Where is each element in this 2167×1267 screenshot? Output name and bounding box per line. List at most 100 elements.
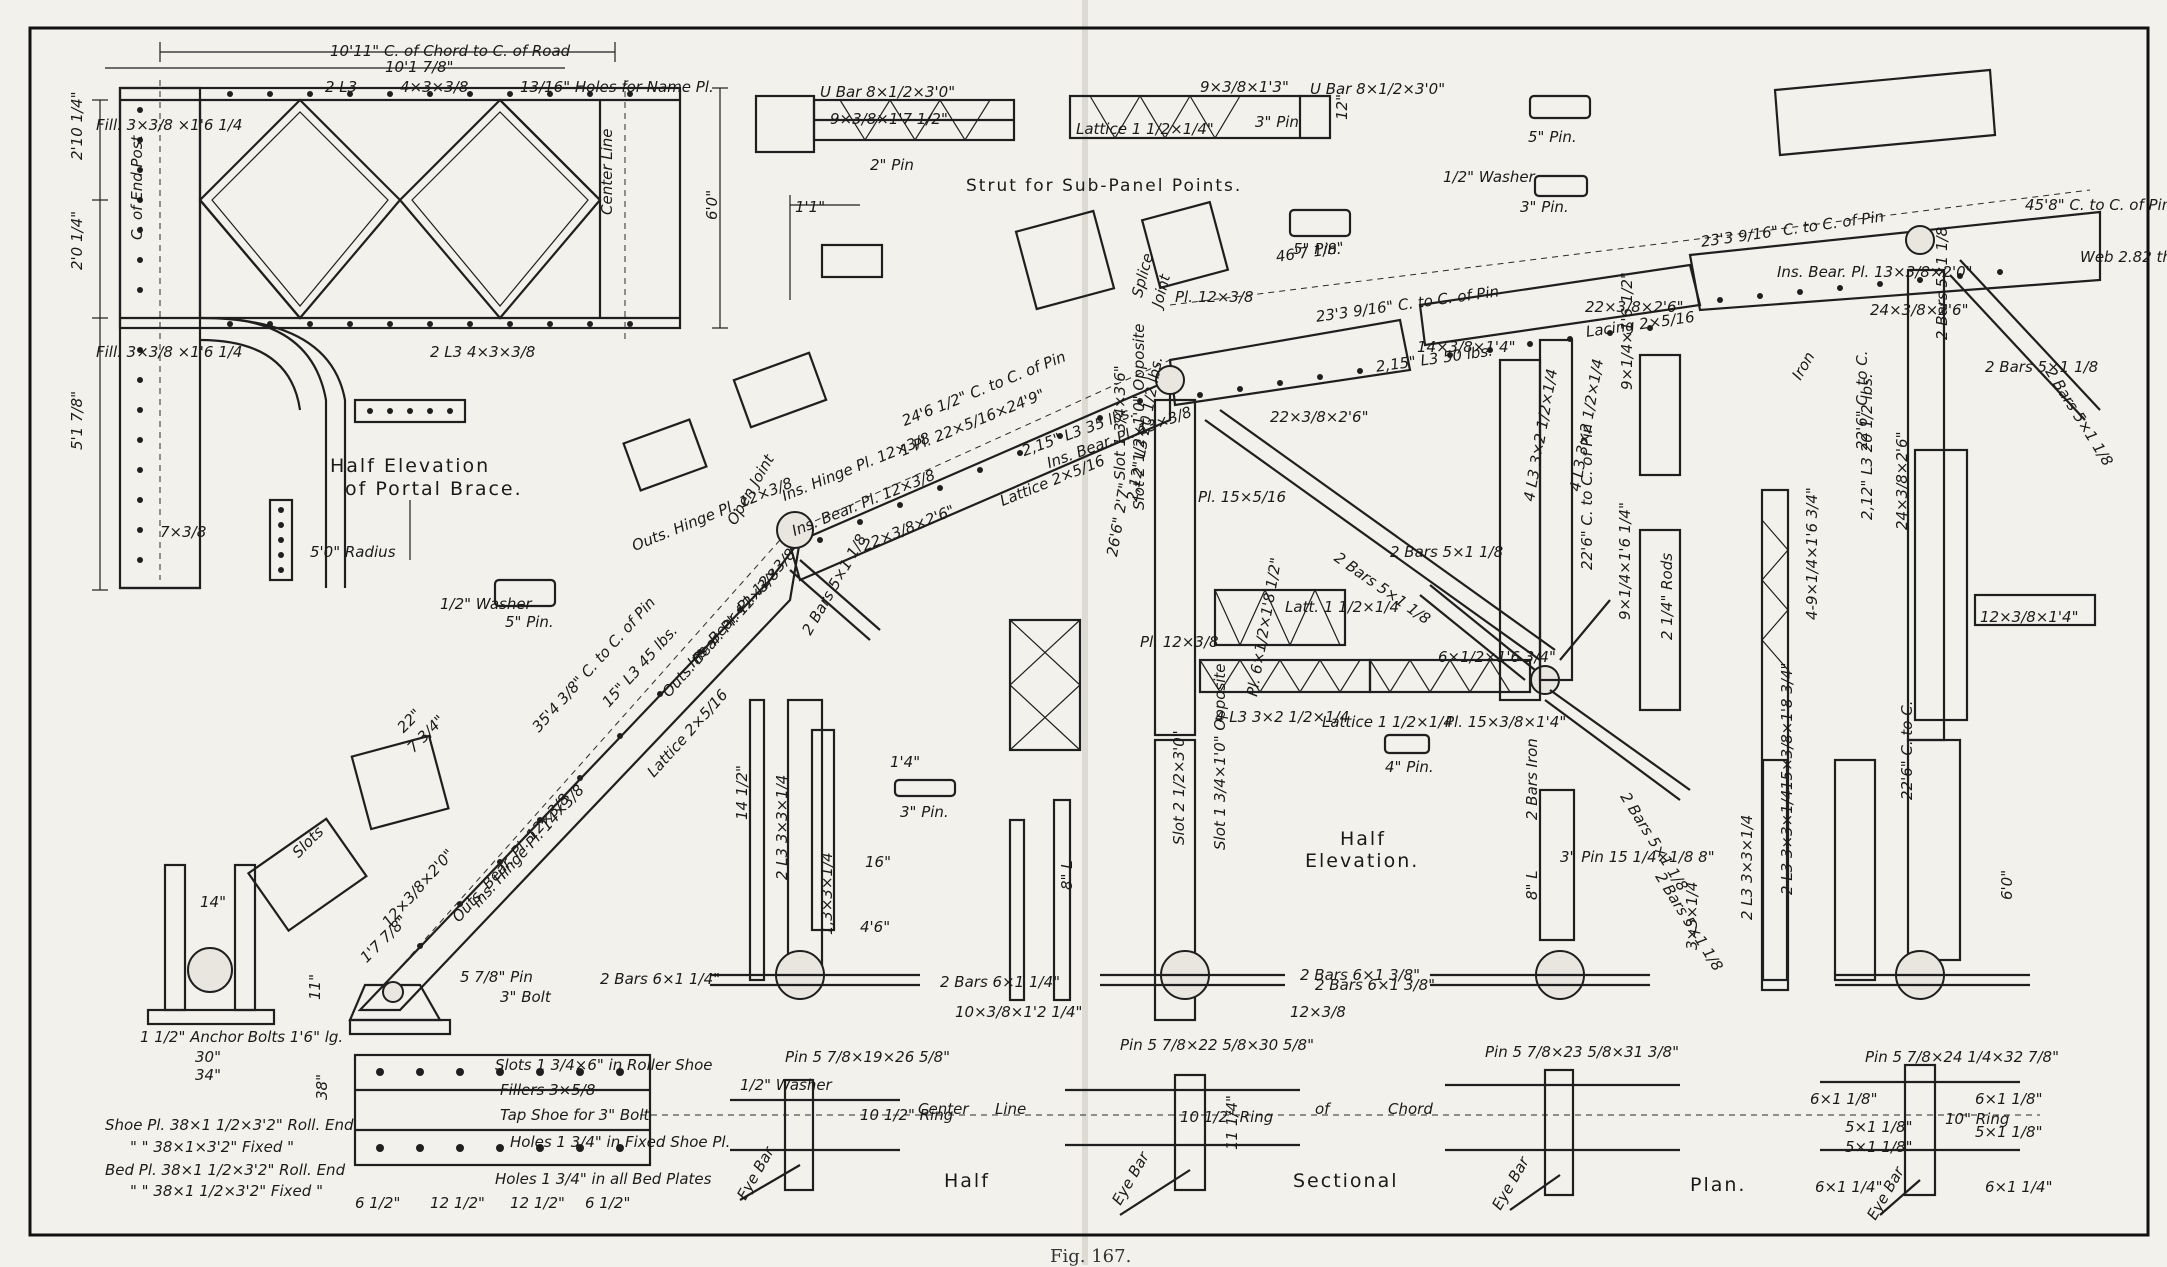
dimension-label: 24×3/8×2'6" [1870, 301, 1969, 319]
dimension-label: 2 L3 3×3×1/4 [1738, 814, 1756, 920]
dimension-label: 5'0" Radius [310, 543, 396, 561]
dimension-label: 5×1 1/8" [1975, 1123, 2043, 1141]
half-sectional-plan [640, 1063, 2040, 1216]
truss-half-elevation [357, 68, 2102, 1022]
center-line-word: Line [995, 1100, 1027, 1118]
plan-title-sectional: Sectional [1293, 1170, 1399, 1192]
plan-title-plan: Plan. [1690, 1174, 1747, 1196]
dimension-label: 2 Bars 5×1 1/8 [1933, 226, 1951, 340]
dimension-label: 10" Ring [1945, 1110, 2010, 1128]
dimension-label: 22'6" C. to C. [1898, 700, 1916, 801]
dimension-label: 2 Bars 6×1 1/4" [600, 970, 721, 988]
elevation-title-line-2: Elevation. [1305, 850, 1420, 872]
strut-title: Strut for Sub-Panel Points. [966, 176, 1243, 196]
dimension-label: 2 Bars 5×1 1/8 [1390, 543, 1504, 561]
dimension-label: 30" [195, 1048, 221, 1066]
dimension-label: 2 Bars 6×1 3/8" [1300, 966, 1421, 984]
hip-joint-pin [776, 511, 814, 549]
dimension-label: 10 1/2" Ring [860, 1106, 954, 1124]
top-chord-1 [788, 378, 1172, 582]
dimension-label: 6'0" [1998, 869, 2016, 900]
dimension-label: 2 Bars 6×1 3/8" [1315, 976, 1436, 994]
dimension-label: C. of End Post [128, 135, 146, 240]
dimension-label: Ins. Bear. Pl. 13×3/8×2'0" [1777, 263, 1973, 281]
figure-caption: Fig. 167. [1050, 1246, 1132, 1267]
dimension-label: 38" [313, 1074, 331, 1100]
dimension-label: 4-9×1/4×1'6 3/4" [1803, 487, 1821, 620]
dimension-label: 10'1 7/8" [385, 58, 454, 76]
portal-title-line-1: Half Elevation [330, 455, 491, 477]
dimension-label: 12" [1333, 94, 1351, 120]
pin-label: 3" Pin. [1520, 198, 1569, 216]
dimension-label: U Bar 8×1/2×3'0" [820, 83, 956, 101]
dimension-label: 1/2" Washer [740, 1076, 832, 1094]
dimension-label: 2 L3 3×3×1/4 [1778, 789, 1796, 895]
dimension-label: 3" Pin [1255, 113, 1299, 131]
post-1 [1153, 398, 1197, 737]
dimension-label: 2 L3 [325, 78, 358, 96]
dimension-label: Lattice 1 1/2×1/4" [1076, 120, 1214, 138]
dimension-label: Pl. 12×3/8 [1140, 633, 1219, 651]
dimension-label: 22×3/8×2'6" [1270, 408, 1369, 426]
dimension-label: 13/16" Holes for Name Pl. [520, 78, 714, 96]
dimension-label: 5'1 7/8" [68, 390, 86, 450]
dimension-label: 3×3×1/4 [1683, 881, 1701, 950]
dimension-label: 4 L3 3×2 1/2×1/4 [1215, 708, 1350, 726]
dimension-label: 2,12" L3 20 1/2 lbs. [1858, 373, 1876, 520]
dimension-label: 12 1/2" [430, 1194, 485, 1212]
pin-label: 5" Pin. [1293, 240, 1342, 258]
plan-pin-label: Pin 5 7/8×22 5/8×30 5/8" [1120, 1036, 1314, 1054]
dimension-label: 2 Bars Iron [1523, 738, 1541, 820]
dimension-label: Slots 1 3/4×6" in Roller Shoe [495, 1056, 713, 1074]
plan-pin-label: Pin 5 7/8×23 5/8×31 3/8" [1485, 1043, 1679, 1061]
dimension-label: Tap Shoe for 3" Bolt [500, 1106, 650, 1124]
dimension-label: Fillers 3×5/8 [500, 1081, 596, 1099]
dimension-label: Slot 2 1/2×1'0" Opposite [1130, 323, 1148, 510]
dimension-label: 6×1/2×1'6 3/4" [1438, 648, 1556, 666]
dimension-label: 6×1 1/4" [1815, 1178, 1883, 1196]
dimension-label: 2 Bars 5×1 1/8 [1985, 358, 2099, 376]
dimension-label: 9×3/8×1'3" [1200, 78, 1289, 96]
top-chord-4 [1688, 210, 2102, 312]
dimension-label: 11" [306, 974, 324, 1000]
elevation-title-line-1: Half [1340, 828, 1386, 850]
dimension-label: Center Line [598, 128, 616, 215]
dimension-label: 9×1/4×1'6 1/4" [1616, 502, 1634, 620]
dimension-label: 1'1" [795, 198, 826, 216]
pin-details [493, 94, 1592, 798]
dimension-label: Holes 1 3/4" in all Bed Plates [495, 1170, 712, 1188]
dimension-label: 6 1/2" [355, 1194, 401, 1212]
dimension-label: 6×1 1/8" [1975, 1090, 2043, 1108]
top-chord-2 [1168, 318, 1412, 407]
dimension-label: 14 1/2" [733, 765, 751, 820]
dimension-label: 10 1/2" Ring [1180, 1108, 1274, 1126]
dimension-label: 24×3/8×2'6" [1893, 431, 1911, 530]
dimension-label: U Bar 8×1/2×3'0" [1310, 80, 1446, 98]
dimension-label: Lattice 1 1/2×1/4 [1322, 713, 1453, 731]
dimension-label: 6×1 1/4" [1985, 1178, 2053, 1196]
plan-title-half: Half [944, 1170, 990, 1192]
dimension-label: Pl. 15×5/16 [1198, 488, 1287, 506]
dimension-label: 10×3/8×1'2 1/4" [955, 1003, 1083, 1021]
dimension-label: Slot 1 3/4×1'0" Opposite [1211, 663, 1229, 850]
dimension-label: 34" [195, 1066, 221, 1084]
portal-title-line-2: of Portal Brace. [345, 478, 523, 500]
center-line-word: Chord [1388, 1100, 1433, 1118]
plan-pin-label: Pin 5 7/8×24 1/4×32 7/8" [1865, 1048, 2059, 1066]
plan-pin-label: Pin 5 7/8×19×26 5/8" [785, 1048, 951, 1066]
dimension-label: 1,3×3×1/4 [818, 852, 836, 935]
dimension-label: 9×3/8×1'7 1/2" [830, 110, 948, 128]
dimension-label: 22×3/8×2'6" [1585, 298, 1684, 316]
dimension-label: 11 1/4" [1223, 1095, 1241, 1150]
dimension-label: Pl. 15×3/8×1'4" [1445, 713, 1567, 731]
drawing-border [28, 26, 2150, 1237]
dimension-label: 9×1/4×1'6 1/2" [1618, 272, 1636, 390]
dimension-label: Fill. 3×3/8 ×1'6 1/4 [96, 116, 243, 134]
dimension-label: 12 1/2" [510, 1194, 565, 1212]
dimension-label: Fill. 3×3/8 ×1'6 1/4 [96, 343, 243, 361]
dimension-label: Bed Pl. 38×1 1/2×3'2" Roll. End [105, 1161, 346, 1179]
dimension-label: 1'4" [890, 753, 921, 771]
panel-joint-pin-1 [1155, 365, 1185, 395]
dimension-label: 15×3/8×1'8 3/4" [1778, 662, 1796, 790]
